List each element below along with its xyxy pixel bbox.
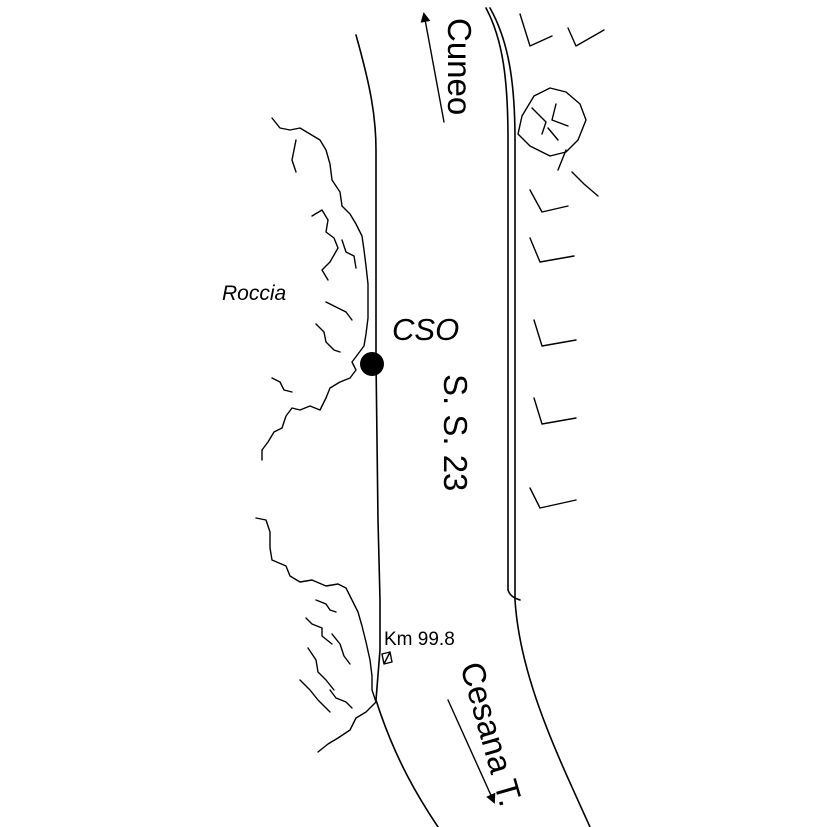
label-cuneo: Cuneo [441, 18, 478, 115]
grass-tick-icon [557, 149, 567, 171]
grass-tick-icon [529, 237, 575, 263]
station-marker[interactable] [360, 352, 384, 376]
grass-tick-icon [567, 27, 605, 47]
grass-tick-icon [533, 319, 577, 347]
road-right-edge-inner [485, 7, 521, 601]
boulder-icon [517, 87, 587, 157]
label-km: Km 99.8 [384, 629, 455, 650]
grass-tick-icon [529, 189, 569, 213]
label-cesana: Cesana T. [453, 658, 529, 810]
road-right-edge-outer [489, 7, 591, 827]
grass-tick-icon [533, 397, 577, 425]
label-roccia: Roccia [222, 282, 286, 305]
rock-outcrop-upper [261, 117, 369, 461]
arrow-icon-to-cesana [447, 699, 496, 804]
arrow-icon-to-cuneo [420, 12, 445, 123]
grass-tick-icon [519, 13, 553, 47]
grass-tick-icon [571, 171, 599, 197]
grass-tick-icon [529, 487, 577, 509]
milestone-icon [381, 651, 393, 665]
label-station: CSO [392, 312, 459, 347]
road-left-edge [355, 34, 439, 827]
rock-outcrop-lower [255, 517, 377, 753]
vegetation-ticks [519, 13, 605, 509]
label-road: S. S. 23 [437, 374, 474, 491]
